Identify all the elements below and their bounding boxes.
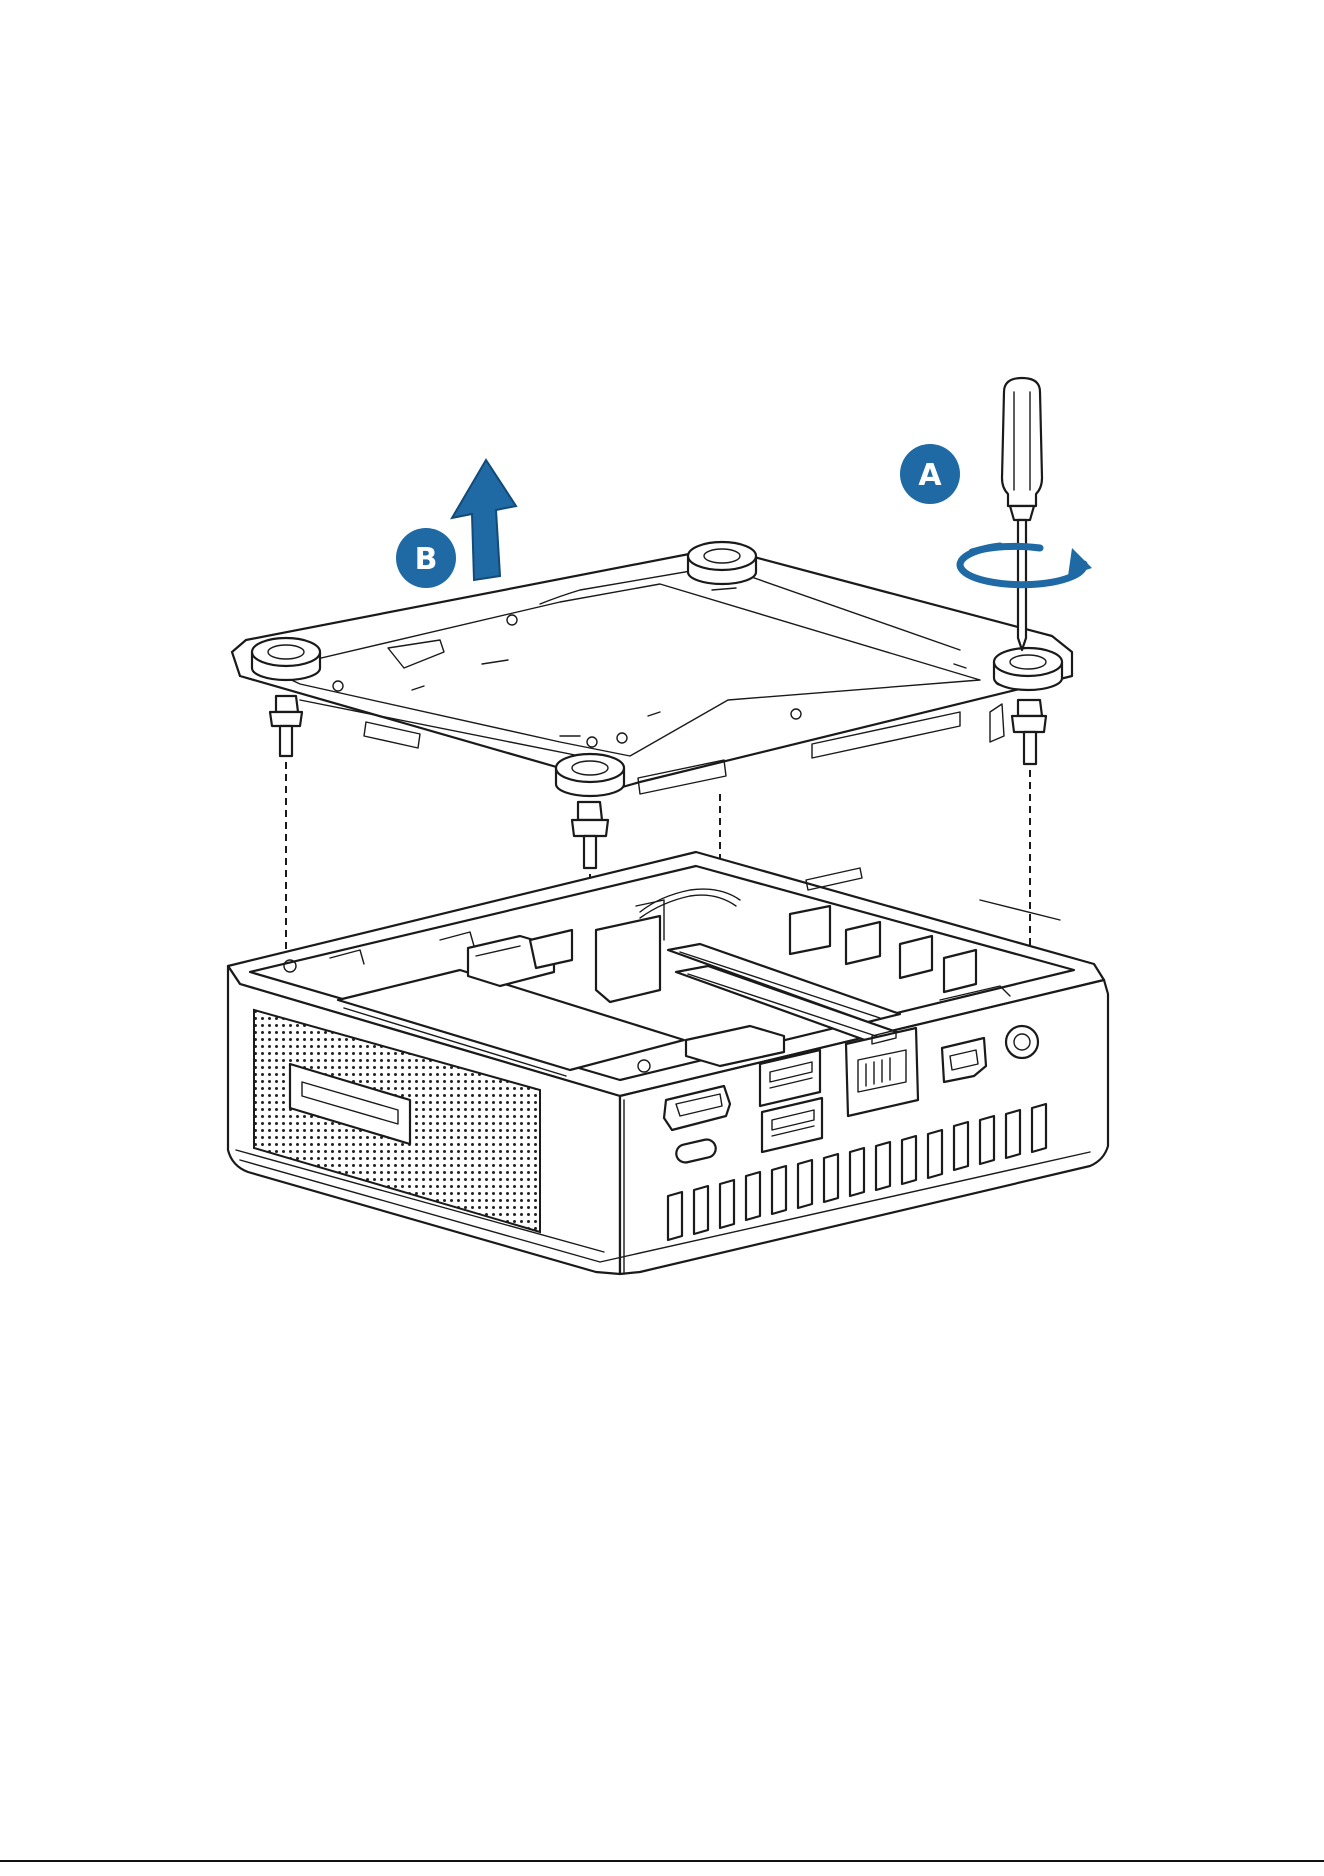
up-arrow-icon [452,460,516,580]
step-b-badge: B [396,528,456,588]
plate-screw-boss-right [990,648,1062,764]
ethernet-port [846,1028,918,1116]
bottom-cover-plate [232,548,1072,794]
step-a-badge: A [900,444,960,504]
page-footer-rule [0,1860,1324,1862]
plate-screw-boss-front [556,754,624,868]
plate-screw-boss-back [688,542,756,584]
step-a-label: A [918,458,942,493]
step-b-label: B [415,542,438,577]
power-jack [1006,1026,1038,1058]
screwdriver-icon [1002,378,1042,650]
